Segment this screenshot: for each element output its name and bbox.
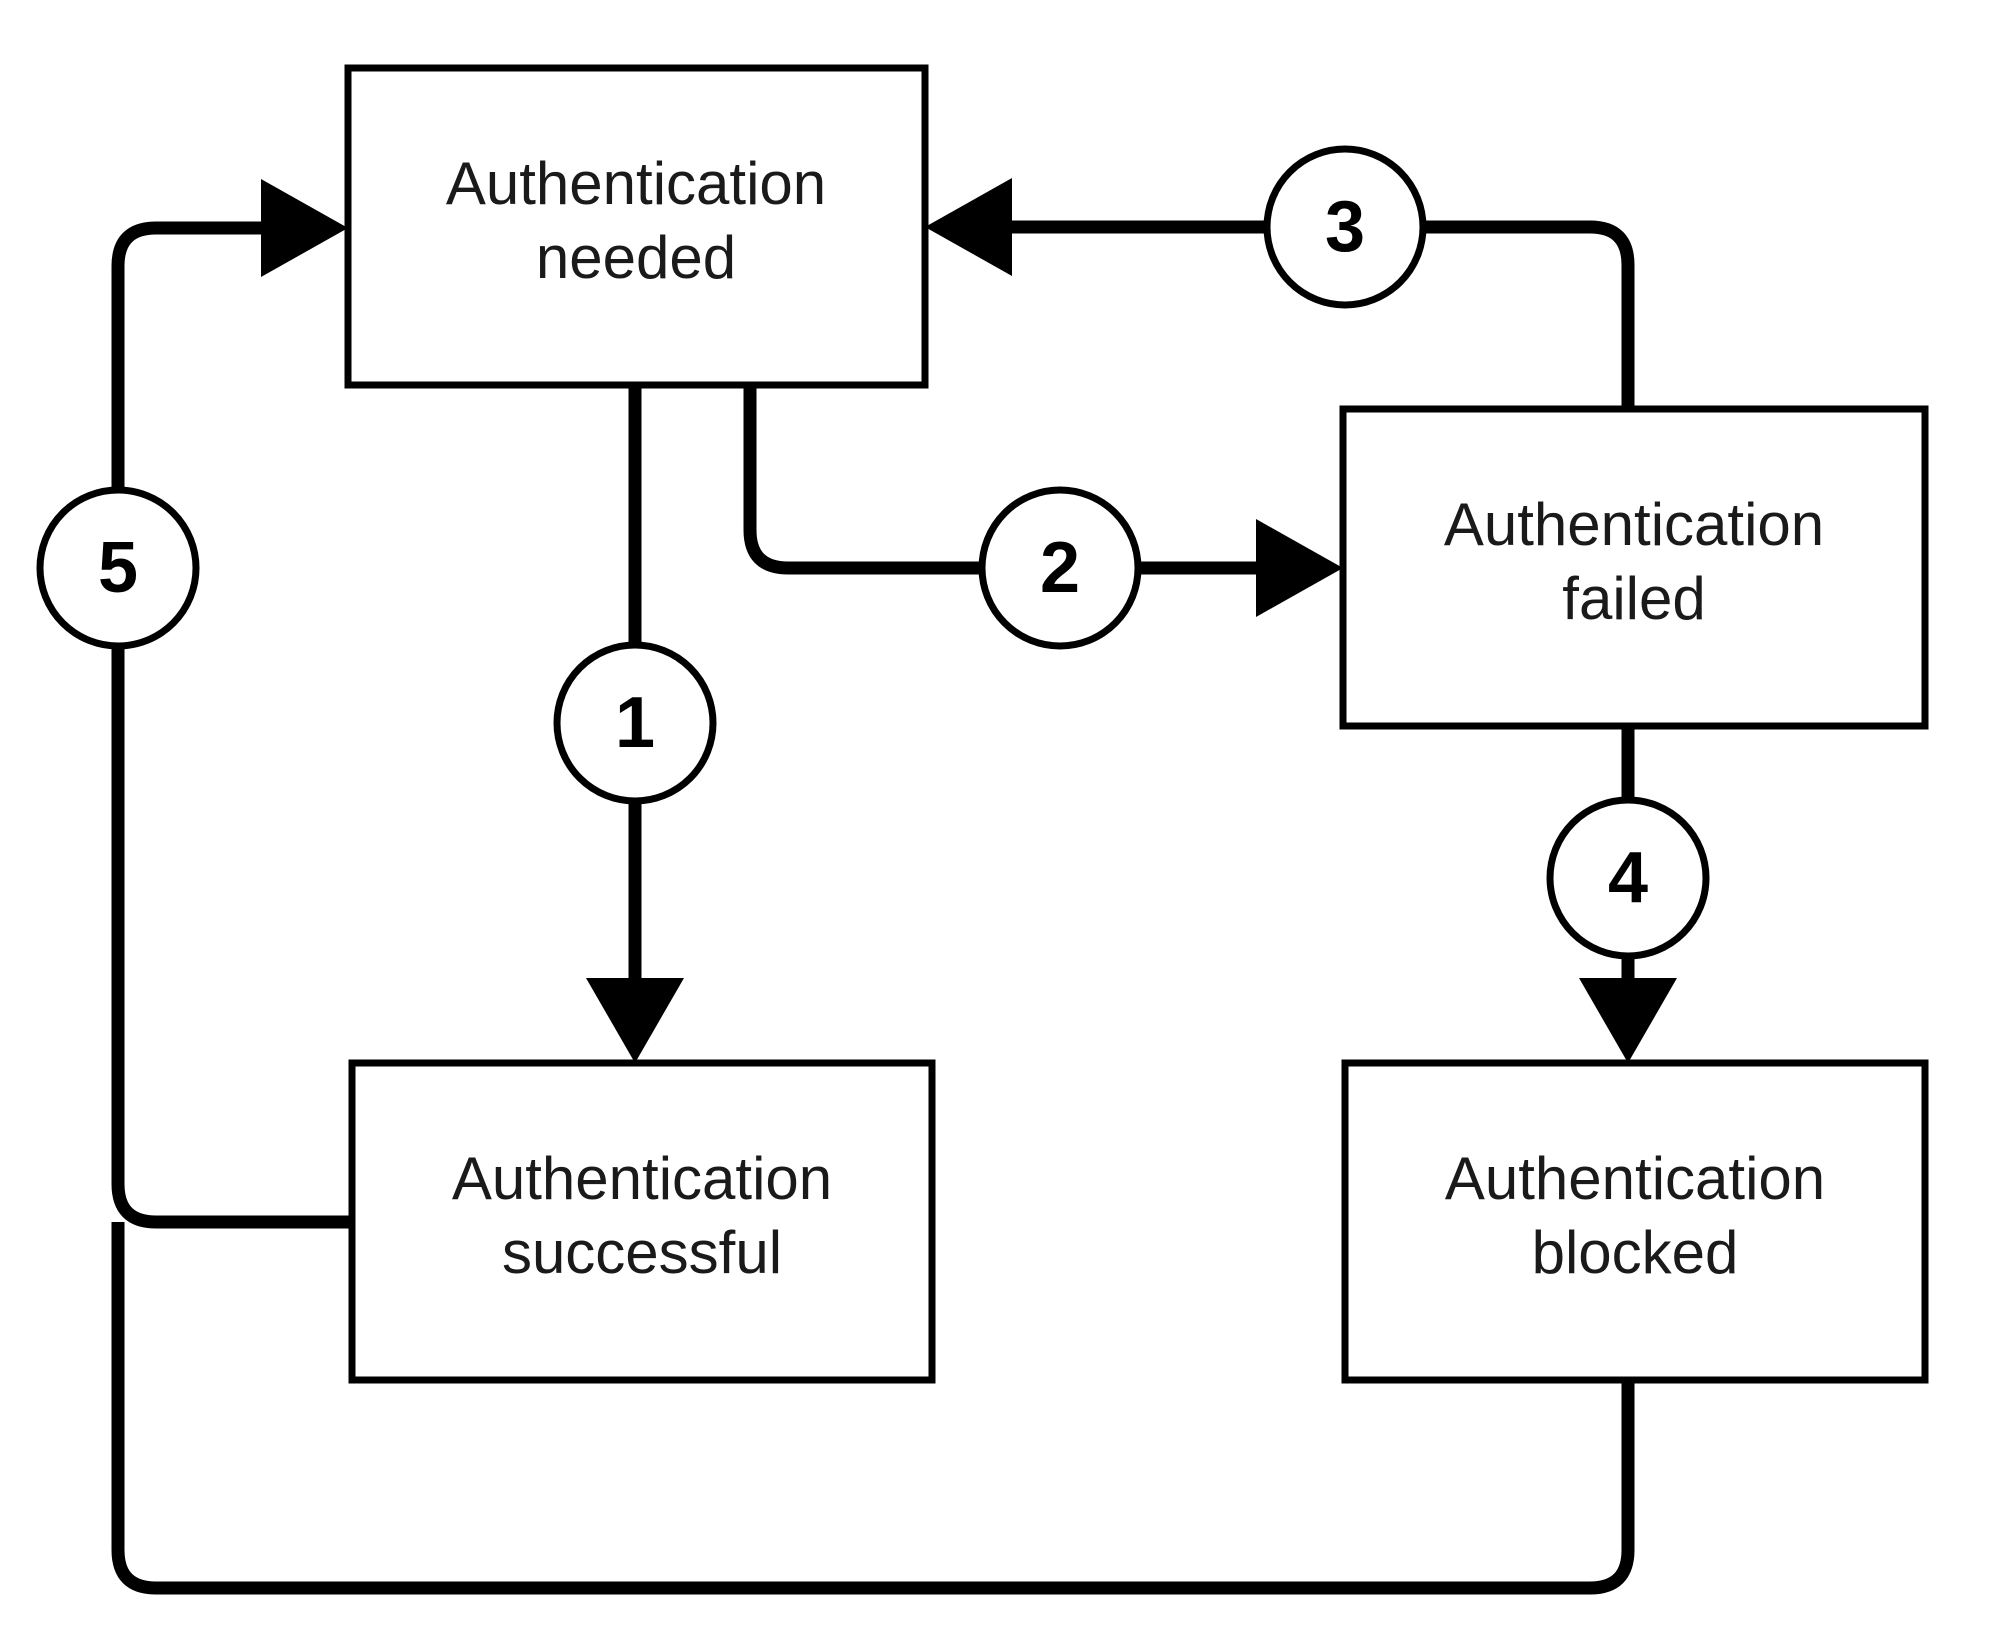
transition-5-arrowhead xyxy=(261,179,348,277)
transition-2[interactable] xyxy=(743,385,1343,617)
transition-3[interactable] xyxy=(925,178,1635,409)
state-failed-label-line2: failed xyxy=(1562,565,1705,632)
transition-3-path xyxy=(1423,220,1635,409)
state-needed-label-line2: needed xyxy=(536,224,736,291)
transition-2-path xyxy=(743,385,982,575)
state-successful-label-line1: Authentication xyxy=(452,1145,832,1212)
state-needed-label-line1: Authentication xyxy=(446,150,826,217)
transition-marker-2-label: 2 xyxy=(1040,528,1080,608)
transition-4-arrowhead xyxy=(1579,978,1677,1063)
transition-marker-4-label: 4 xyxy=(1608,838,1648,918)
transition-marker-4[interactable]: 4 xyxy=(1546,796,1710,960)
state-box-blocked[interactable]: Authentication blocked xyxy=(1341,1059,1929,1384)
transition-4[interactable] xyxy=(1579,726,1677,1063)
transition-5[interactable] xyxy=(111,179,352,1229)
transition-5-path-lower xyxy=(111,646,352,1229)
blocked-bottom-loop-path xyxy=(111,1222,1635,1595)
transition-5-path-upper xyxy=(111,221,270,490)
state-needed-rect xyxy=(344,64,929,389)
transition-marker-3-circle xyxy=(1263,145,1427,309)
state-box-failed[interactable]: Authentication failed xyxy=(1339,405,1929,730)
transition-marker-5-label: 5 xyxy=(98,528,138,608)
transition-3-arrowhead xyxy=(925,178,1012,276)
state-blocked-label-line2: blocked xyxy=(1532,1219,1739,1286)
transition-marker-5-circle xyxy=(36,486,200,650)
state-successful-label-line2: successful xyxy=(502,1219,782,1286)
transition-marker-4-circle xyxy=(1546,796,1710,960)
transition-marker-1-label: 1 xyxy=(615,683,655,763)
state-failed-rect xyxy=(1339,405,1929,730)
transition-marker-2[interactable]: 2 xyxy=(978,486,1142,650)
state-blocked-label-line1: Authentication xyxy=(1445,1145,1825,1212)
transition-1-arrowhead xyxy=(586,978,684,1063)
transition-marker-1-circle xyxy=(553,641,717,805)
transition-marker-2-circle xyxy=(978,486,1142,650)
state-box-successful[interactable]: Authentication successful xyxy=(348,1059,936,1384)
state-box-needed[interactable]: Authentication needed xyxy=(344,64,929,389)
transition-blocked-to-rail[interactable] xyxy=(111,1222,1635,1595)
transition-marker-3-label: 3 xyxy=(1325,187,1365,267)
state-blocked-rect xyxy=(1341,1059,1929,1384)
transition-1[interactable] xyxy=(586,385,684,1063)
transition-2-arrowhead xyxy=(1256,519,1343,617)
transition-marker-5[interactable]: 5 xyxy=(36,486,200,650)
state-failed-label-line1: Authentication xyxy=(1444,491,1824,558)
transition-marker-3[interactable]: 3 xyxy=(1263,145,1427,309)
state-successful-rect xyxy=(348,1059,936,1384)
transition-marker-1[interactable]: 1 xyxy=(553,641,717,805)
